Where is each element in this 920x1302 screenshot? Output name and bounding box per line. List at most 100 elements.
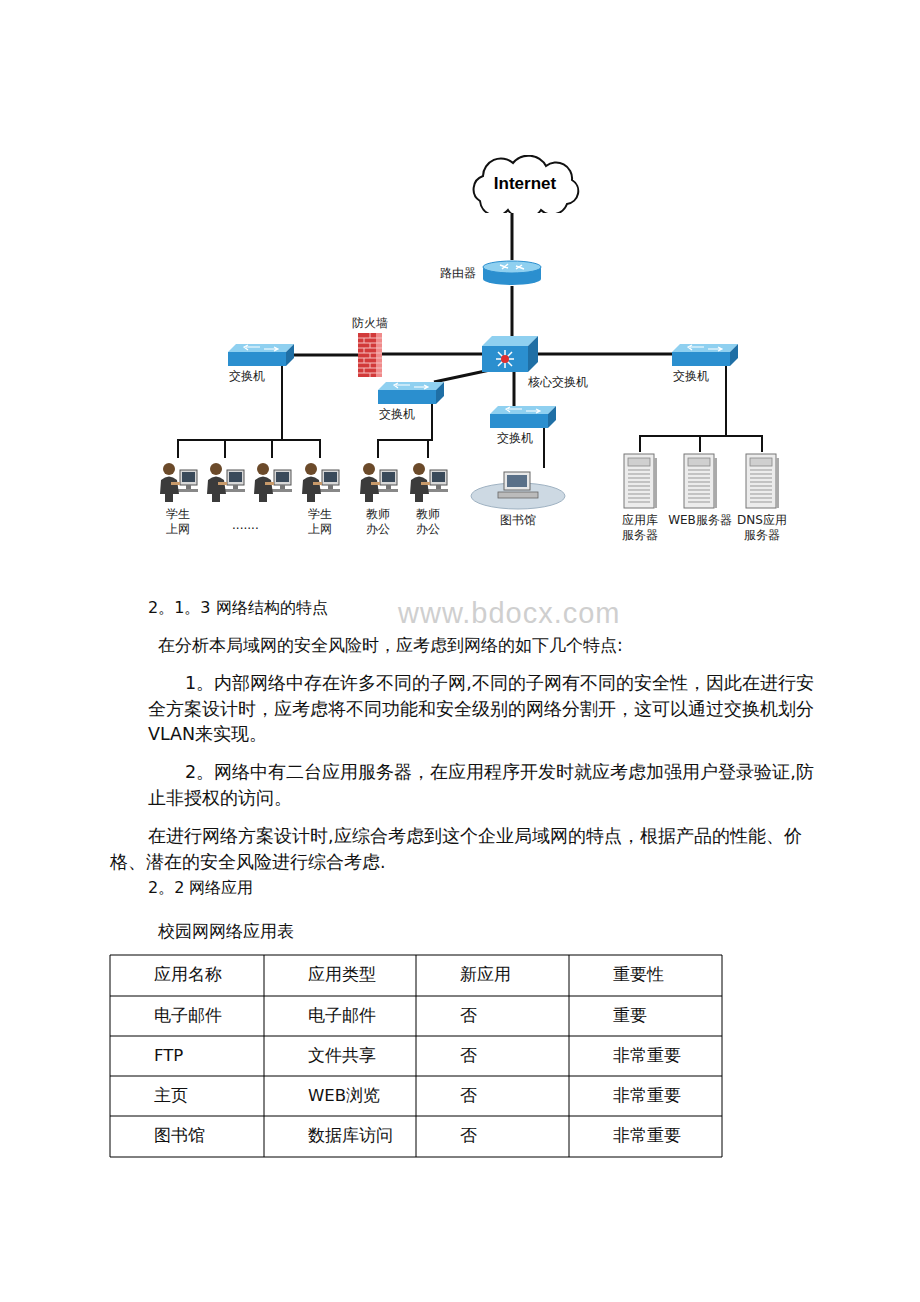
device-node: 教师办公 <box>408 458 448 504</box>
label-text: 交换机 <box>673 369 709 384</box>
device-label: 交换机 <box>497 431 533 446</box>
shape <box>324 472 337 482</box>
label-text: Internet <box>494 174 556 194</box>
label-text: DNS应用服务器 <box>735 513 789 543</box>
shape <box>474 156 579 213</box>
label-text: WEB服务器 <box>668 513 732 528</box>
fw-icon <box>358 333 382 377</box>
shape <box>182 472 195 482</box>
label-text: 交换机 <box>379 407 415 422</box>
table-cell: 图书馆 <box>154 1126 205 1146</box>
device-node: 应用库服务器 <box>622 452 658 510</box>
shape <box>688 474 710 475</box>
shape <box>382 472 395 482</box>
shape <box>376 333 382 377</box>
device-node: 学生上网 <box>158 458 198 504</box>
device-node: Internet <box>460 155 590 213</box>
network-link <box>543 428 545 468</box>
shape <box>628 458 650 466</box>
shape <box>528 336 538 372</box>
device-label: 防火墙 <box>352 316 388 331</box>
shape <box>180 470 197 485</box>
shape <box>496 350 514 368</box>
shape <box>688 498 710 499</box>
shape <box>750 478 772 479</box>
shape <box>421 482 430 485</box>
device-label: 图书馆 <box>500 513 536 528</box>
sw-icon <box>378 382 444 404</box>
shape <box>750 458 772 466</box>
table-cell: 电子邮件 <box>154 1006 222 1026</box>
shape <box>386 485 391 489</box>
device-label: 教师办公 <box>366 507 390 537</box>
shape <box>628 474 650 475</box>
label-text: 核心交换机 <box>528 375 588 390</box>
shape <box>370 343 371 348</box>
table-cell: 非常重要 <box>613 1126 681 1146</box>
shape <box>688 478 710 479</box>
shape <box>750 494 772 495</box>
watermark: www.bdocx.com <box>398 602 621 624</box>
shape <box>363 463 375 475</box>
table-cell: 数据库访问 <box>308 1126 393 1146</box>
label-text: 学生上网 <box>308 507 332 537</box>
shape <box>413 463 425 475</box>
shape <box>750 498 772 499</box>
shape <box>628 498 650 499</box>
table-cell: WEB浏览 <box>308 1086 380 1106</box>
shape <box>750 474 772 475</box>
shape <box>394 383 428 389</box>
shape <box>364 358 365 363</box>
shape <box>378 390 436 404</box>
device-node: 交换机 <box>672 344 738 366</box>
shape <box>430 470 447 485</box>
label-text: 交换机 <box>497 431 533 446</box>
shape <box>569 955 570 1157</box>
device-label: Internet <box>460 155 590 213</box>
shape <box>688 482 710 483</box>
shape <box>483 261 541 273</box>
shape <box>302 477 321 503</box>
shape <box>313 482 322 485</box>
shape <box>750 502 772 503</box>
table-cell: 非常重要 <box>613 1086 681 1106</box>
pc-icon <box>207 463 245 502</box>
device-label: 交换机 <box>229 369 265 384</box>
device-node: 防火墙 <box>358 333 382 377</box>
device-node: 交换机 <box>228 344 294 366</box>
sw-icon <box>228 344 294 366</box>
body-text: 2。网络中有二台应用服务器，在应用程序开发时就应考虑加强用户登录验证,防止非授权… <box>148 760 814 811</box>
shape <box>628 490 650 491</box>
shape <box>110 955 111 1157</box>
shape <box>358 333 382 377</box>
table-grid <box>110 955 722 1157</box>
shape <box>160 477 179 503</box>
shape <box>364 348 365 353</box>
shape <box>624 454 654 508</box>
shape <box>380 470 397 485</box>
shape <box>628 486 650 487</box>
network-link <box>640 366 726 452</box>
label-text: 防火墙 <box>352 316 388 331</box>
shape <box>628 502 650 503</box>
drop-line <box>271 440 273 458</box>
shape <box>750 470 772 471</box>
ellipsis-label: ....... <box>232 514 259 536</box>
shape <box>688 494 710 495</box>
table-cell: 新应用 <box>460 965 511 985</box>
pc-icon <box>300 458 340 504</box>
device-label: 应用库服务器 <box>622 513 658 543</box>
shape <box>244 345 278 351</box>
shape <box>360 477 379 503</box>
shape <box>432 472 445 482</box>
device-node: 教师办公 <box>358 458 398 504</box>
body-text: 2。1。3 网络结构的特点 <box>148 597 328 619</box>
shape <box>506 407 540 413</box>
shape <box>364 368 365 373</box>
device-node: DNS应用服务器 <box>744 452 780 510</box>
shape <box>483 273 541 285</box>
shape <box>688 470 710 471</box>
shape <box>264 955 265 1157</box>
shape <box>714 458 717 508</box>
shape <box>628 470 650 471</box>
